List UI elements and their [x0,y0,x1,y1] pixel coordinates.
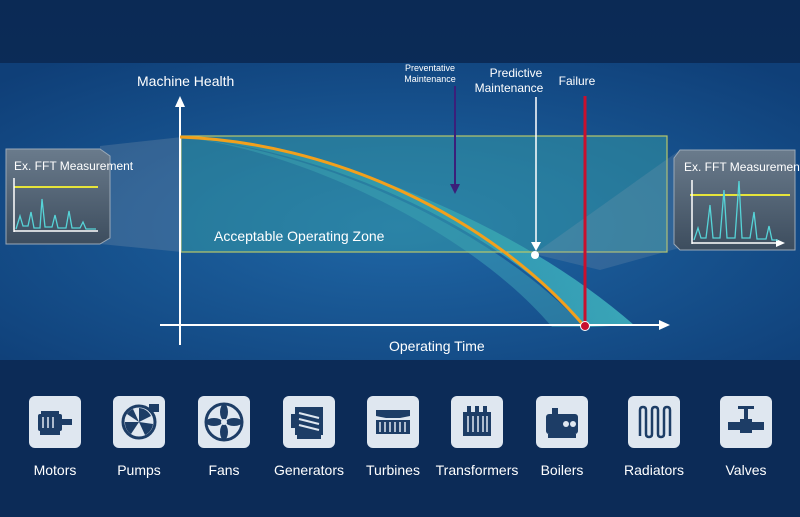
equipment-label: Transformers [435,462,519,478]
radiator-icon [628,396,680,448]
pump-icon [113,396,165,448]
equipment-label: Fans [208,462,240,478]
health-curve [179,135,587,328]
preventative-label-1: Preventative [405,63,455,73]
transformer-icon [451,396,503,448]
equipment-generators: Generators [264,388,354,478]
motor-icon [29,396,81,448]
fft-right-spectrum [693,180,778,241]
equipment-radiators: Radiators [609,388,699,478]
fft-box-left: Ex. FFT Measurement [5,148,134,245]
turbine-icon [367,396,419,448]
preventative-label-2: Maintenance [404,74,456,84]
failure-point [580,321,590,331]
zone-label: Acceptable Operating Zone [214,228,385,244]
equipment-transformers: Transformers [432,388,522,478]
fan-icon [198,396,250,448]
right-fft-connector [534,150,690,270]
predictive-marker-arrow [531,242,541,251]
predictive-label-1: Predictive [490,66,543,80]
equipment-turbines: Turbines [348,388,438,478]
fft-left-title: Ex. FFT Measurement [14,159,134,173]
equipment-label: Generators [273,462,345,478]
x-axis-label: Operating Time [389,338,485,354]
y-axis-label: Machine Health [137,73,234,89]
equipment-fans: Fans [179,388,269,478]
generator-icon [283,396,335,448]
equipment-valves: Valves [701,388,791,478]
equipment-motors: Motors [10,388,100,478]
equipment-label: Valves [725,462,767,478]
x-axis-arrow [659,320,670,330]
fft-left-spectrum [15,198,96,230]
equipment-pumps: Pumps [94,388,184,478]
equipment-boilers: Boilers [517,388,607,478]
predictive-label-2: Maintenance [475,81,544,95]
valve-icon [720,396,772,448]
degradation-band-inner [180,137,584,327]
equipment-label: Pumps [117,462,161,478]
equipment-label: Boilers [540,462,584,478]
preventative-marker-arrow [450,184,460,194]
equipment-label: Turbines [366,462,420,478]
y-axis-arrow [175,96,185,107]
degradation-band [180,137,634,327]
left-fft-connector [100,137,182,252]
fft-box-right: Ex. FFT Measurement [673,149,800,251]
equipment-row: Motors Pumps Fans [0,388,800,517]
equipment-label: Radiators [624,462,684,478]
predictive-point [531,251,539,259]
fft-right-title: Ex. FFT Measurement [684,160,800,174]
fft-right-x-arrow [776,239,785,247]
boiler-icon [536,396,588,448]
failure-label: Failure [559,74,596,88]
equipment-label: Motors [33,462,77,478]
